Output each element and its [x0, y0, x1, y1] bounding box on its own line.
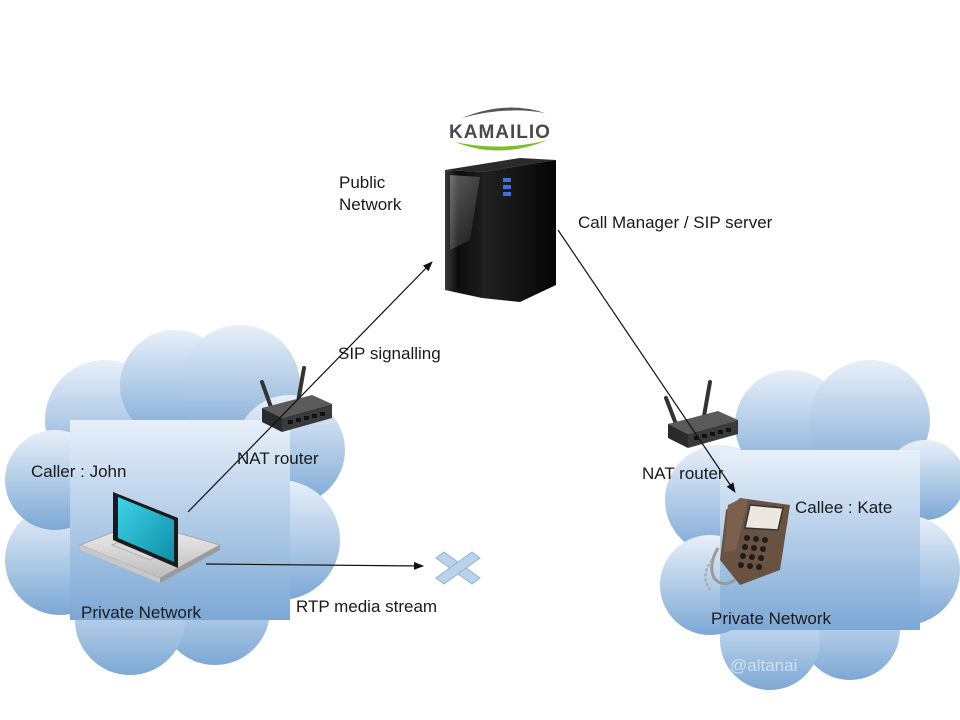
- kamailio-logo: KAMAILIO: [449, 107, 551, 151]
- rtp-blocked-icon: [435, 551, 481, 585]
- nat-router-right-label: NAT router: [642, 464, 724, 483]
- callee-label: Callee : Kate: [795, 498, 893, 517]
- call-manager-label: Call Manager / SIP server: [578, 213, 773, 232]
- private-network-left-label: Private Network: [81, 603, 201, 622]
- caller-laptop-icon: [78, 492, 222, 583]
- logo-text: KAMAILIO: [449, 122, 551, 143]
- watermark: @altanai: [730, 656, 798, 675]
- caller-label: Caller : John: [31, 462, 127, 481]
- sip-signalling-label: SIP signalling: [338, 344, 441, 363]
- sip-to-callee-arrow: [557, 229, 736, 493]
- nat-router-right-icon: [664, 380, 738, 448]
- public-network-label: Public Network: [339, 173, 402, 214]
- private-network-right-label: Private Network: [711, 609, 831, 628]
- callee-desk-phone-icon: [704, 498, 790, 591]
- rtp-media-stream-label: RTP media stream: [296, 597, 438, 616]
- cloud-left: [5, 325, 345, 675]
- sip-server-icon: [445, 158, 556, 302]
- rtp-media-arrow: [205, 561, 424, 570]
- nat-router-left-label: NAT router: [237, 449, 319, 468]
- sip-signalling-arrow: [187, 261, 433, 513]
- nat-router-left-icon: [260, 366, 332, 432]
